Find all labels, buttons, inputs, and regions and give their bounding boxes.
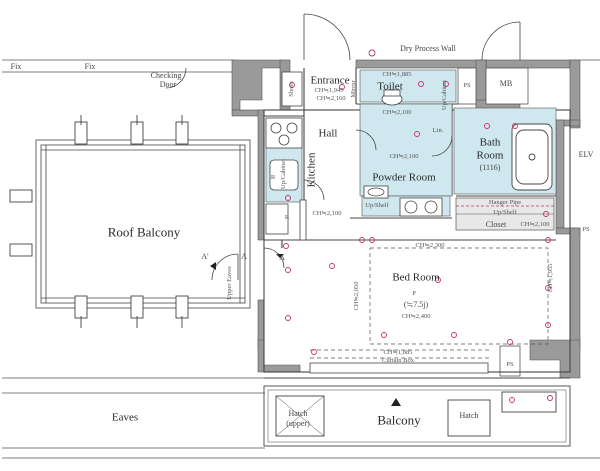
a-label-left: A bbox=[241, 252, 247, 261]
up-shelf-label: Up/Shelf bbox=[365, 201, 389, 209]
ps-label-right: PS bbox=[582, 225, 590, 233]
hall-label: Hall bbox=[318, 127, 338, 140]
bed-room-ceiling: CH≒2,400 bbox=[401, 312, 431, 320]
roof-edge-lines bbox=[2, 59, 600, 459]
closet-label: Closet bbox=[485, 220, 507, 229]
closet-ceiling: CH≒2,100 bbox=[520, 220, 550, 228]
curtain-ceiling: CH≒1,885 bbox=[383, 348, 413, 356]
toilet-label: Toilet bbox=[377, 80, 403, 93]
checking-door-label-2: Door bbox=[159, 80, 177, 89]
dry-process-wall-label: Dry Process Wall bbox=[400, 44, 456, 53]
entrance-label: Entrance bbox=[310, 74, 350, 87]
hatch-left-label-2: (upper) bbox=[286, 419, 310, 428]
curtain-box bbox=[309, 362, 489, 374]
r-mark-2: R bbox=[284, 213, 290, 221]
fix-label-2: Fix bbox=[84, 62, 96, 71]
toilet-ceiling-top: CH≒1,885 bbox=[382, 70, 412, 78]
bed-room-ceiling-top: CH≒2,300 bbox=[415, 241, 445, 249]
exterior-walls bbox=[231, 59, 581, 379]
shoes-label: Shoes bbox=[287, 81, 295, 97]
r-mark-1: R bbox=[270, 173, 276, 181]
eaves-label: Eaves bbox=[111, 411, 139, 424]
balcony-label: Balcony bbox=[377, 412, 421, 428]
section-markers bbox=[210, 254, 401, 406]
checking-door-label-1: Checking bbox=[150, 71, 182, 80]
up-cabinet-label-2: Up/Cabinet bbox=[279, 159, 287, 189]
closet-area bbox=[455, 197, 555, 231]
washbasin bbox=[363, 185, 389, 199]
bath-room-label: Bath bbox=[479, 136, 501, 149]
hatch-right-label: Hatch bbox=[459, 411, 479, 420]
fridge-space bbox=[265, 203, 289, 235]
door-swings bbox=[165, 13, 521, 281]
powder-room-ceiling: CH≒2,100 bbox=[389, 152, 419, 160]
toilet-fixture bbox=[381, 89, 403, 106]
shoe-closet bbox=[281, 71, 303, 107]
ps-label-top: PS bbox=[463, 81, 471, 89]
kitchen-label: Kitchen bbox=[305, 152, 318, 188]
toilet-ceiling: CH≒2,100 bbox=[382, 108, 412, 116]
entrance-ceiling-2: CH≒2,160 bbox=[316, 94, 346, 102]
entrance-ceiling: CH≒1,945 bbox=[314, 86, 344, 94]
a-label-right: A bbox=[279, 253, 285, 262]
bed-room-ceiling-left: CH≒2,050 bbox=[352, 281, 360, 311]
bed-room-area: (≒7.5j) bbox=[403, 300, 429, 309]
washing-machine bbox=[399, 197, 443, 217]
roof-piers bbox=[9, 115, 189, 328]
hanger-pipe-label: Hanger Pipe bbox=[488, 198, 522, 206]
roof-balcony-label: Roof Balcony bbox=[107, 224, 181, 240]
p-mark: P bbox=[412, 289, 416, 297]
up-cabinet-label: Up/Cabinet bbox=[440, 80, 448, 110]
hatch-left-label: Hatch bbox=[288, 409, 308, 418]
shafts bbox=[457, 67, 529, 377]
bed-room-outline bbox=[310, 247, 549, 359]
kitchen-partition bbox=[299, 199, 307, 241]
ps-label-bottom: PS bbox=[506, 360, 514, 368]
lin-label: Lin. bbox=[432, 126, 444, 134]
mirror-label: Mirror bbox=[349, 80, 357, 98]
kitchen-ceiling: CH≒2,100 bbox=[312, 209, 342, 217]
outlet-markers bbox=[283, 49, 553, 403]
curtain-box-label: Curtain Box bbox=[382, 356, 414, 364]
balcony-area bbox=[263, 377, 571, 447]
mb-label: MB bbox=[499, 79, 513, 88]
bed-room-ceiling-right: CH≒1,955 bbox=[546, 263, 554, 293]
elv-label: ELV bbox=[578, 150, 594, 159]
a-prime-label: A' bbox=[201, 252, 209, 261]
fix-label-1: Fix bbox=[10, 62, 22, 71]
up-shelf-label-2: Up/Shelf bbox=[493, 208, 517, 216]
powder-room-label: Powder Room bbox=[372, 171, 436, 184]
bed-room-label: Bed Room bbox=[392, 271, 440, 284]
bath-room-label-2: Room bbox=[476, 149, 504, 162]
upper-eaves-label: Upper Eaves bbox=[225, 266, 233, 300]
kitchen-counter bbox=[265, 117, 303, 191]
bath-room-size: (1116) bbox=[479, 163, 501, 172]
bathtub bbox=[511, 123, 553, 191]
